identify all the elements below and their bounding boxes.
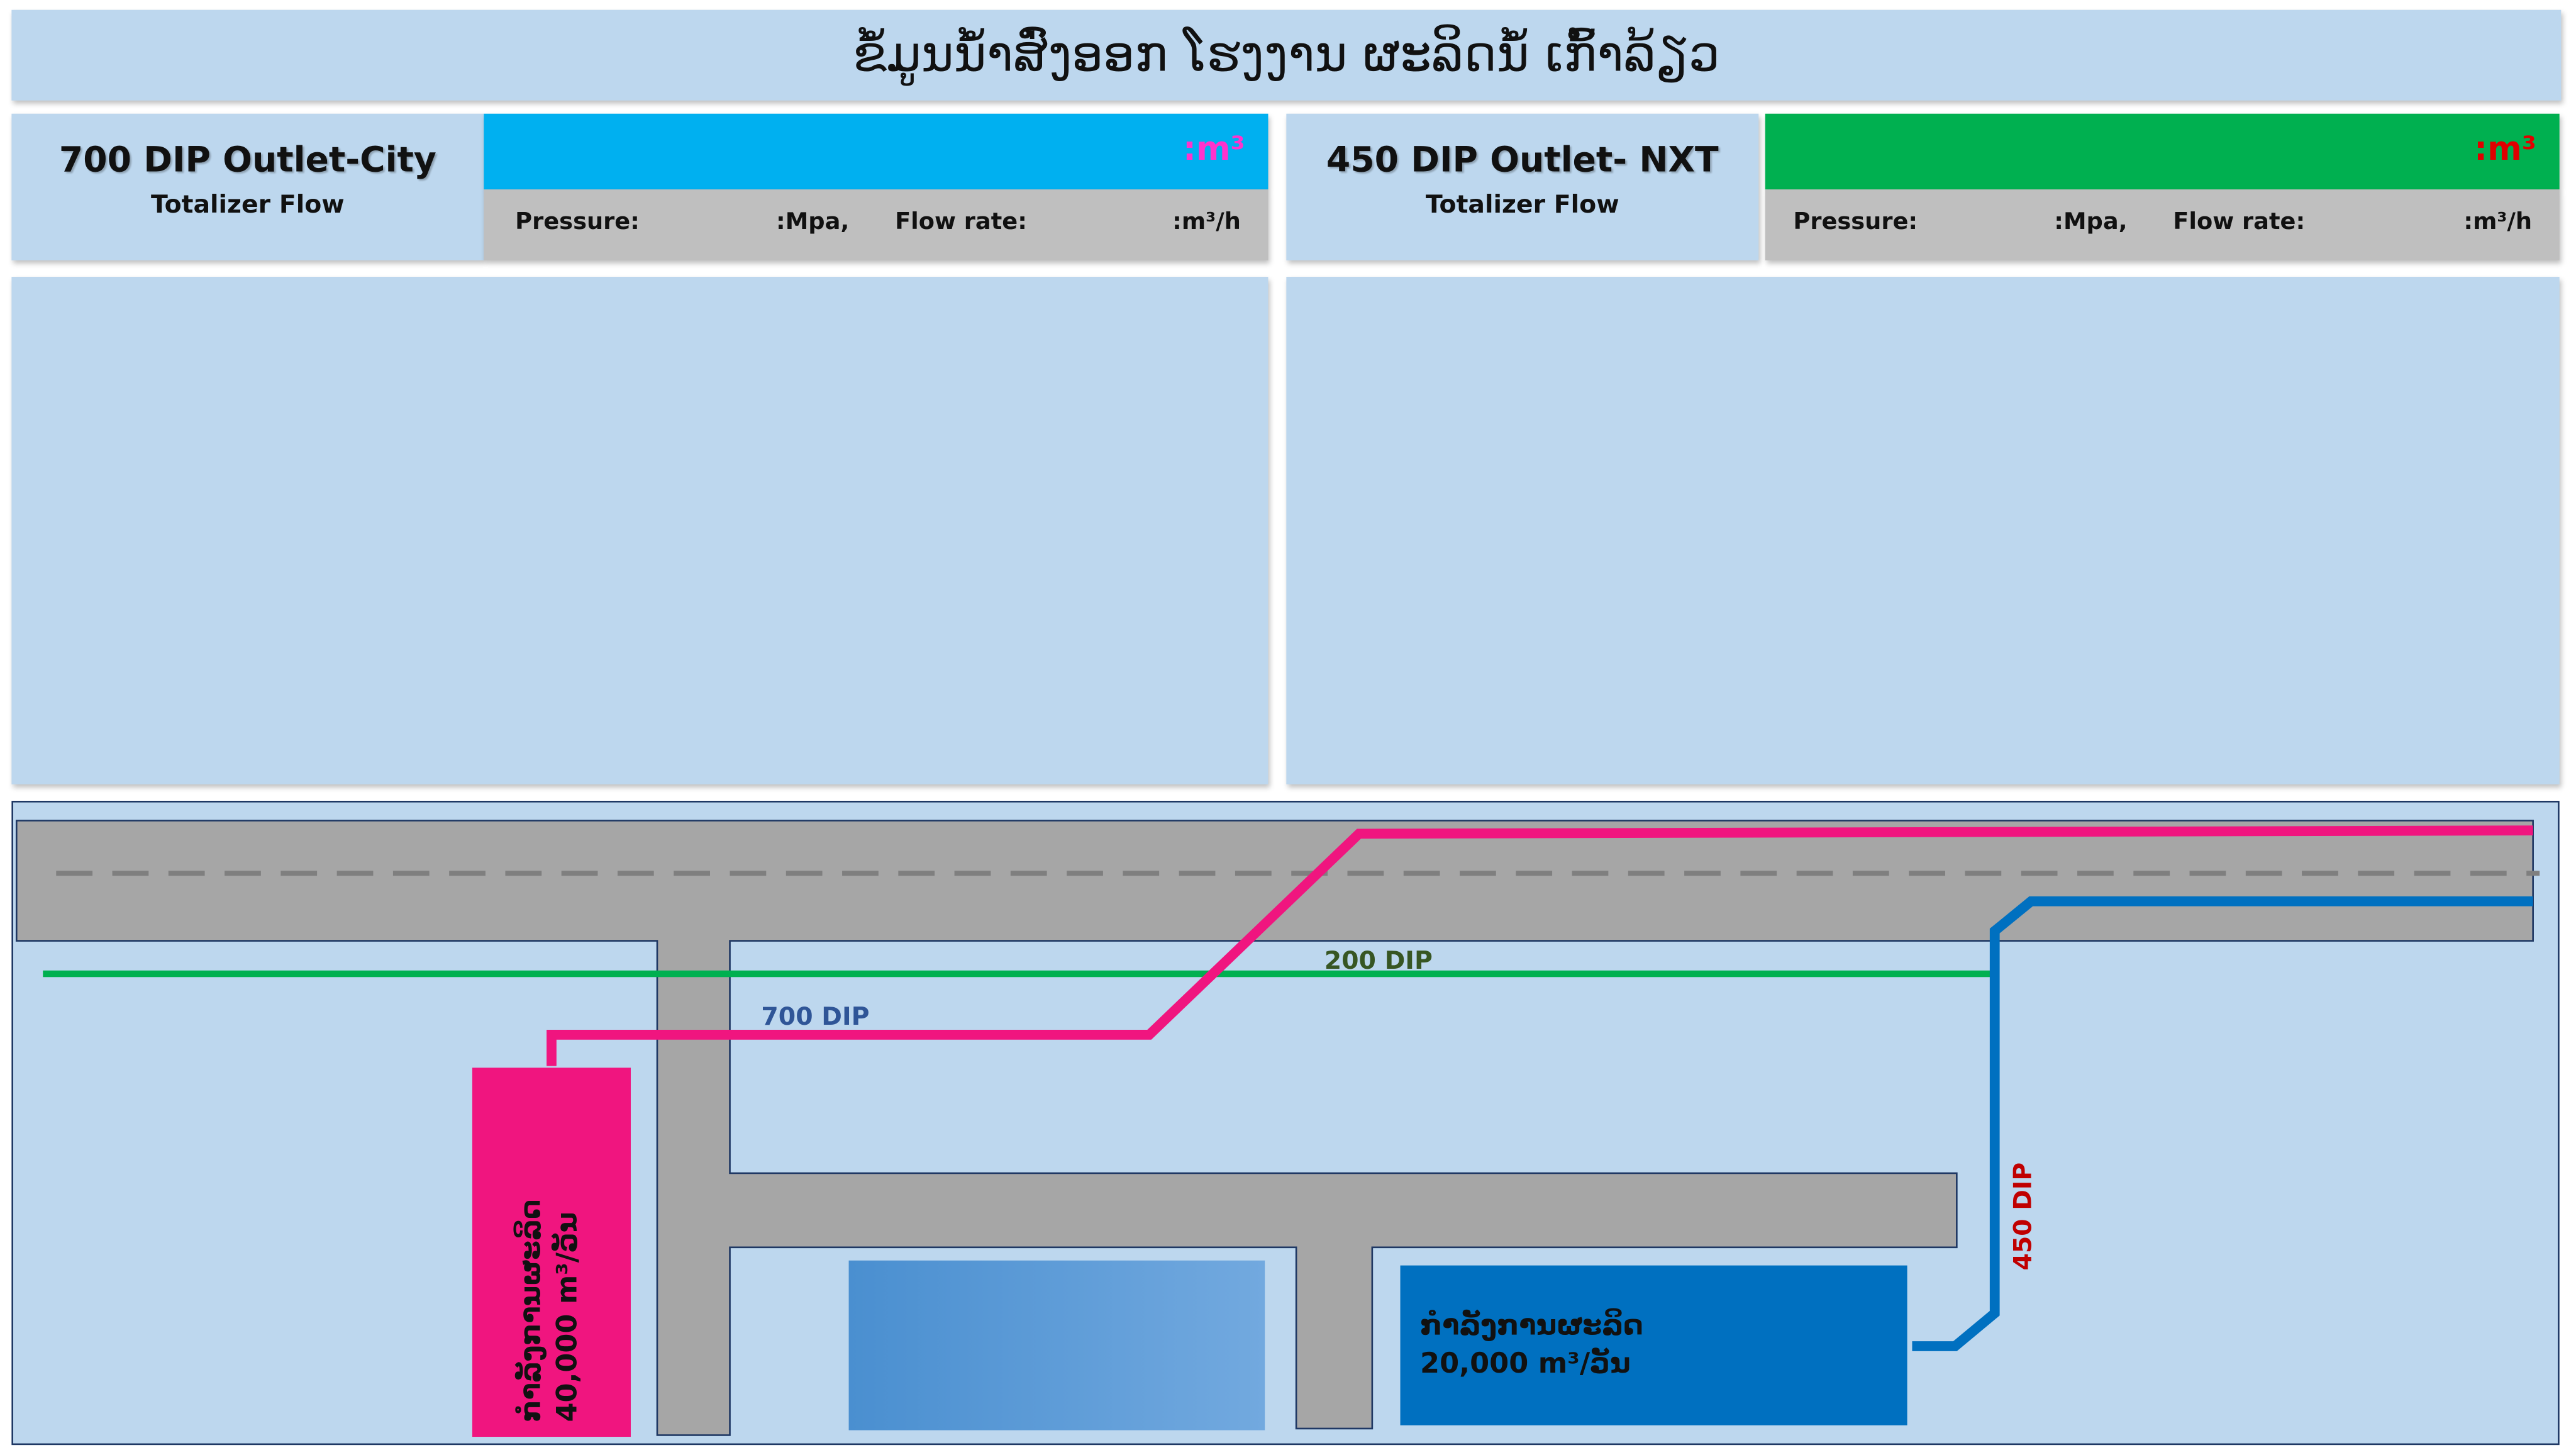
plant-2-block bbox=[1400, 1265, 1907, 1425]
meter-nxt-totalizer-unit: :m³ bbox=[2474, 128, 2536, 169]
meter-nxt-readings: Pressure: :Mpa, Flow rate: :m³/h bbox=[1765, 189, 2560, 260]
pipe-700-label: 700 DIP bbox=[761, 1002, 869, 1031]
chart-area-nxt bbox=[1286, 277, 2560, 784]
meter-city-label-panel: 700 DIP Outlet-City Totalizer Flow bbox=[11, 113, 484, 260]
meter-nxt-pressure-label: Pressure: bbox=[1793, 209, 1918, 236]
meter-nxt-flow-label: Flow rate: bbox=[2173, 209, 2306, 236]
meter-nxt-flow-unit: :m³/h bbox=[2463, 209, 2533, 236]
chart-area-city bbox=[11, 277, 1269, 784]
pipe-700-dip bbox=[547, 825, 2533, 1066]
roads bbox=[15, 820, 2534, 1436]
meter-nxt-totalizer: :m³ bbox=[1765, 113, 2560, 190]
meter-nxt-pressure-unit: :Mpa, bbox=[2054, 209, 2128, 236]
meter-city-pressure-unit: :Mpa, bbox=[776, 209, 850, 236]
pipeline-schematic: ກໍາລັງການຜະລິດ 40,000 m³/ວັນ ກໍາລັງການຜະ… bbox=[11, 800, 2560, 1446]
meter-city-name: 700 DIP Outlet-City bbox=[58, 140, 436, 180]
meter-city-subtitle: Totalizer Flow bbox=[150, 189, 345, 220]
meter-city-readings: Pressure: :Mpa, Flow rate: :m³/h bbox=[484, 189, 1269, 260]
meter-city-flow-unit: :m³/h bbox=[1172, 209, 1241, 236]
meter-nxt-label-panel: 450 DIP Outlet- NXT Totalizer Flow bbox=[1286, 113, 1759, 260]
meter-nxt-name: 450 DIP Outlet- NXT bbox=[1326, 140, 1719, 180]
plant-1-line2: 40,000 m³/ວັນ bbox=[550, 1212, 583, 1422]
meter-nxt-subtitle: Totalizer Flow bbox=[1425, 189, 1619, 220]
plant-2-line2: 20,000 m³/ວັນ bbox=[1420, 1347, 1631, 1380]
meter-city-totalizer: :m³ bbox=[484, 113, 1269, 190]
plant-1-block bbox=[472, 1068, 631, 1437]
plant-1-line1: ກໍາລັງການຜະລິດ bbox=[513, 1199, 547, 1422]
page-title: ຂໍ້ມູນນໍ້າສົ່ງອອກ ໂຮງງານ ຜະລິດນໍ້ ເກົ້າລ… bbox=[11, 9, 2562, 101]
pipe-450-label: 450 DIP bbox=[2008, 1163, 2037, 1271]
meter-city-totalizer-unit: :m³ bbox=[1182, 128, 1245, 169]
main-road bbox=[15, 820, 2534, 1436]
reservoir-tank bbox=[848, 1260, 1265, 1430]
schematic-canvas: ກໍາລັງການຜະລິດ 40,000 m³/ວັນ ກໍາລັງການຜະ… bbox=[15, 820, 2540, 1437]
pipe-450-dip bbox=[1912, 896, 2533, 1351]
plant-2-line1: ກໍາລັງການຜະລິດ bbox=[1420, 1308, 1643, 1342]
meter-city-pressure-label: Pressure: bbox=[515, 209, 640, 236]
meter-city-flow-label: Flow rate: bbox=[895, 209, 1027, 236]
pipe-200-label: 200 DIP bbox=[1324, 946, 1433, 975]
